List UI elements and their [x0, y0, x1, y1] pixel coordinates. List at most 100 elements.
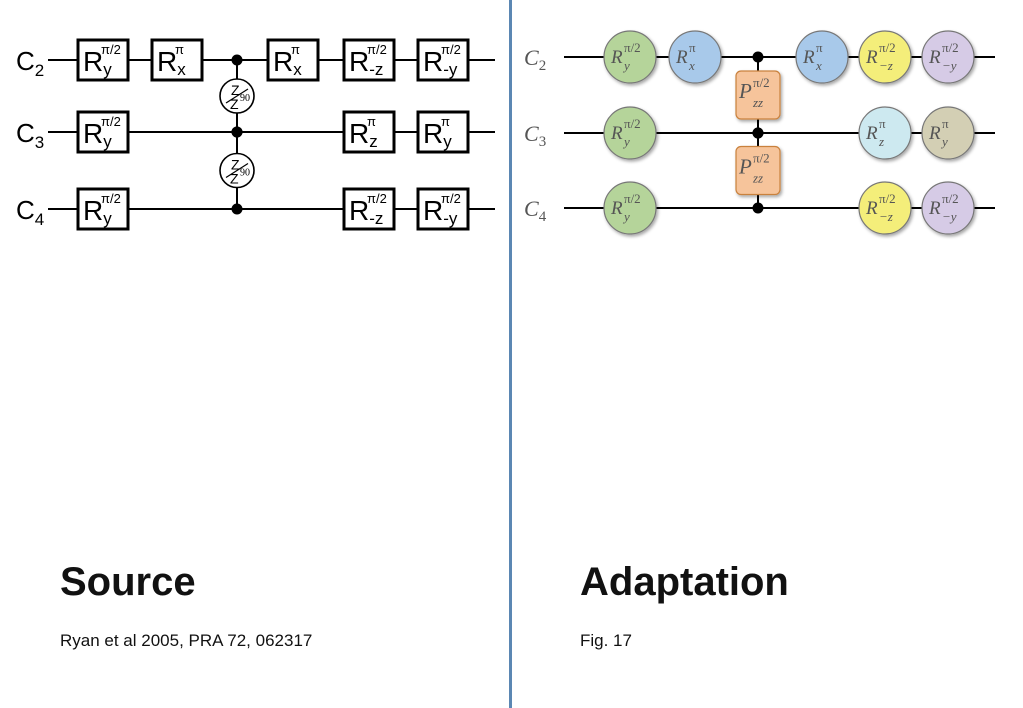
gate-base: R — [865, 47, 878, 68]
gate-box — [266, 38, 320, 82]
gate-base: R — [928, 198, 941, 219]
zz-top-label: Z — [231, 157, 240, 173]
gate-label: R-y — [423, 46, 458, 79]
gate-superscript: π — [367, 114, 376, 129]
gate-circle — [921, 181, 975, 235]
zz-bottom-label: Z — [230, 96, 239, 112]
rotation-gate: R-yπ/2 — [416, 38, 470, 82]
control-dot — [752, 51, 764, 63]
gate-superscript: π — [441, 114, 450, 129]
control-dot — [231, 126, 243, 138]
gate-base: R — [928, 47, 941, 68]
gate-base: R — [865, 123, 878, 144]
source-heading: Source — [60, 560, 196, 604]
gate-superscript: π/2 — [942, 40, 959, 55]
gate-superscript: π/2 — [942, 191, 959, 206]
gate-circle — [921, 106, 975, 160]
control-dot — [752, 202, 764, 214]
rotation-gate: Ryπ — [416, 110, 470, 154]
gate-label: R-y — [423, 195, 458, 228]
gate-subscript: −z — [879, 209, 893, 224]
gate-subscript: −z — [879, 58, 893, 73]
gate-box — [342, 38, 396, 82]
gate-superscript: π/2 — [879, 191, 896, 206]
gate-base: R — [675, 47, 688, 68]
gate-base: R — [802, 47, 815, 68]
gate-base: R — [610, 198, 623, 219]
qubit-label: C2 — [16, 46, 44, 80]
gate-base: R — [610, 123, 623, 144]
gate-superscript: π/2 — [624, 116, 641, 131]
gate-subscript: x — [815, 58, 822, 73]
control-dot — [231, 203, 243, 215]
zz-slash — [225, 162, 249, 179]
rotation-gate: Ryπ/2 — [76, 110, 130, 154]
qubit-label: C3 — [16, 118, 44, 152]
gate-superscript: π/2 — [367, 191, 387, 206]
gate-superscript: π/2 — [879, 40, 896, 55]
qubit-label: C2 — [524, 45, 546, 74]
adaptation-heading: Adaptation — [580, 560, 789, 604]
gate-circle — [668, 30, 722, 84]
gate-box — [416, 38, 470, 82]
qubit-label: C3 — [524, 121, 546, 150]
gate-subscript: y — [622, 134, 630, 149]
pzz-subscript: zz — [752, 171, 763, 186]
gate-box — [150, 38, 204, 82]
rotation-gate: R-zπ/2 — [342, 187, 396, 231]
gate-box — [416, 187, 470, 231]
pzz-base: P — [738, 79, 752, 103]
pzz-superscript: π/2 — [753, 151, 770, 166]
gate-circle — [603, 106, 657, 160]
gate-superscript: π — [942, 116, 949, 131]
gate-circle — [795, 30, 849, 84]
control-dot — [231, 54, 243, 66]
rotation-gate: Ryπ/2 — [76, 187, 130, 231]
panel-divider — [509, 0, 512, 708]
gate-label: Ry — [423, 118, 452, 151]
gate-box — [416, 110, 470, 154]
gate-box — [76, 38, 130, 82]
pzz-subscript: zz — [752, 95, 763, 110]
gate-superscript: π — [816, 40, 823, 55]
gate-superscript: π/2 — [624, 191, 641, 206]
zz-bottom-label: Z — [230, 171, 239, 187]
gate-subscript: y — [940, 134, 948, 149]
gate-superscript: π/2 — [441, 42, 461, 57]
qubit-label: C4 — [524, 196, 547, 225]
adaptation-figure-reference: Fig. 17 — [580, 631, 632, 650]
gate-circle — [921, 30, 975, 84]
gate-subscript: y — [622, 209, 630, 224]
gate-box — [76, 110, 130, 154]
gate-superscript: π — [879, 116, 886, 131]
gate-superscript: π/2 — [624, 40, 641, 55]
rotation-gate: R-yπ/2 — [416, 187, 470, 231]
gate-subscript: −y — [942, 209, 957, 224]
gate-subscript: −y — [942, 58, 957, 73]
zz-slash — [225, 88, 249, 104]
gate-base: R — [865, 198, 878, 219]
gate-label: Rx — [273, 46, 302, 79]
gate-label: Ry — [83, 195, 112, 228]
gate-subscript: y — [622, 58, 630, 73]
gate-superscript: π/2 — [441, 191, 461, 206]
source-citation: Ryan et al 2005, PRA 72, 062317 — [60, 631, 313, 650]
gate-circle — [603, 181, 657, 235]
gate-superscript: π/2 — [101, 42, 121, 57]
rotation-gate: Rxπ — [150, 38, 204, 82]
gate-base: R — [928, 123, 941, 144]
gate-circle — [858, 106, 912, 160]
pzz-superscript: π/2 — [753, 75, 770, 90]
